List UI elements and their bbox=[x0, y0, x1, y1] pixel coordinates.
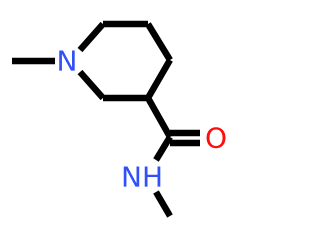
bond-n-amide-methyl bbox=[153, 190, 173, 218]
bond-carbonyl-n bbox=[153, 135, 173, 162]
molecule-structure: N O NH bbox=[12, 20, 227, 218]
bond-ring-left-upper bbox=[77, 21, 106, 53]
bond-ring-right-lower bbox=[145, 58, 173, 100]
bond-ring-left-lower bbox=[77, 69, 106, 101]
atom-label-o-carbonyl: O bbox=[205, 122, 227, 155]
bond-ring-right-upper bbox=[145, 22, 173, 62]
atom-label-n-amide: NH bbox=[121, 161, 163, 194]
bond-c3-carbonyl bbox=[145, 96, 173, 139]
atom-label-n-ring: N bbox=[57, 45, 78, 78]
